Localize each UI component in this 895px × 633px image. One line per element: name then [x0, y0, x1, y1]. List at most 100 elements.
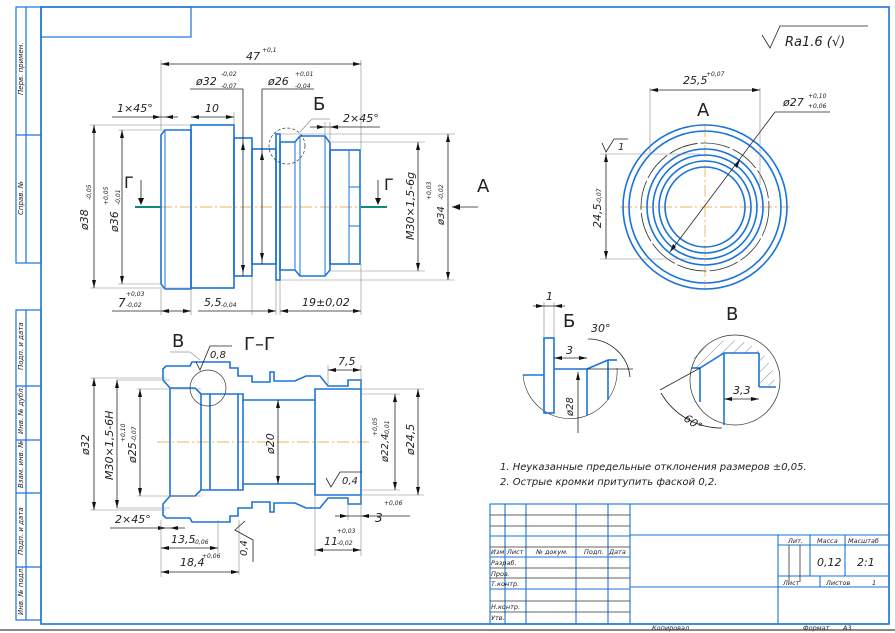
view-a-roughness: 1	[618, 142, 624, 153]
general-roughness: Ra1.6 (√)	[761, 25, 868, 50]
section-len-184-upper: +0,06	[202, 553, 221, 560]
side-column: Перв. примен. Справ. № Подп. и дата Инв.…	[15, 6, 42, 621]
dim-d26: ø26	[267, 75, 289, 88]
section-d25-lower: -0,07	[131, 426, 138, 442]
tb-mass-value: 0,12	[817, 556, 842, 569]
surface-roughness-icon	[761, 25, 868, 49]
detail-b-marker: Б	[313, 94, 325, 115]
section-roughness-04b: 0,4	[342, 476, 358, 487]
view-a-label: A	[697, 100, 710, 121]
dim-chamfer-left: 1×45°	[117, 102, 153, 115]
tb-header-doc: № докум.	[535, 548, 568, 556]
tb-header-date: Дата	[608, 548, 626, 556]
tb-header-sign: Подп.	[584, 548, 604, 556]
drawing-frame	[0, 6, 895, 631]
dim-d36: ø36	[108, 211, 121, 233]
dim-len-7-upper: +0,03	[126, 291, 145, 298]
section-len-135-lower: -0,06	[193, 539, 209, 546]
tb-scale-value: 2:1	[857, 556, 875, 569]
dim-thread: M30×1,5-6g	[404, 172, 417, 240]
dim-d34-upper: +0,03	[426, 181, 433, 200]
tb-header-list: Лист	[506, 548, 524, 556]
detail-b-label: Б	[563, 311, 575, 332]
dim-d32-lower: -0,07	[221, 83, 237, 90]
tb-scale-label: Масштаб	[848, 537, 879, 545]
side-label: Инв. № подл.	[17, 567, 25, 615]
tb-format-value: A3	[842, 624, 852, 632]
tb-header-izm: Изм	[491, 548, 504, 556]
note-2: 2. Острые кромки притупить фаской 0,2.	[500, 477, 717, 488]
dim-d36-lower: -0,01	[115, 189, 122, 205]
detail-v-dim: 3,3	[733, 384, 751, 397]
section-roughness-04a: 0,4	[239, 540, 250, 556]
detail-b-dia: ø28	[565, 397, 576, 417]
section-d245: ø24,5	[404, 424, 417, 456]
note-1: 1. Неуказанные предельные отклонения раз…	[500, 462, 807, 473]
side-label: Подп. и дата	[17, 507, 25, 555]
dim-d26-upper: +0,01	[295, 71, 313, 78]
dim-d38-lower: -0,05	[86, 184, 93, 200]
tb-role: Н.контр.	[491, 603, 520, 611]
section-len-11-upper: +0,03	[337, 528, 356, 535]
roughness-icon	[234, 520, 254, 562]
dim-d36-upper: +0,05	[103, 186, 110, 205]
title-block: Изм Лист № докум. Подп. Дата Разраб. Про…	[489, 503, 890, 632]
side-label: Перв. примен.	[17, 42, 25, 95]
tb-role: Разраб.	[491, 559, 517, 567]
dim-len-55: 5,5	[204, 296, 222, 309]
tb-role: Т.контр.	[491, 580, 519, 588]
detail-b-dim3: 3	[566, 344, 573, 357]
tb-sheets-value: 1	[872, 579, 876, 587]
detail-b-angle: 30°	[591, 322, 611, 335]
tb-format-label: Формат	[803, 624, 830, 632]
tb-role: Утв.	[491, 614, 505, 622]
section-d32: ø32	[79, 434, 92, 456]
section-len-3-upper: +0,06	[384, 500, 403, 507]
section-d25-upper: +0,10	[120, 423, 127, 442]
detail-v-view: B 3,3 60°	[659, 304, 781, 434]
section-chamfer: 2×45°	[115, 513, 151, 526]
tb-copied: Копировал	[652, 624, 689, 632]
section-d224-lower: -0,01	[384, 420, 391, 436]
dim-d32-upper: -0,02	[221, 71, 237, 78]
roughness-icon	[325, 471, 362, 488]
detail-b-dim1: 1	[546, 290, 553, 303]
view-a-d27-upper: +0,10	[808, 93, 827, 100]
section-roughness-08: 0,8	[210, 350, 226, 361]
dim-d32: ø32	[195, 75, 217, 88]
dim-len-7-lower: -0,02	[126, 302, 142, 309]
detail-v-marker: B	[172, 331, 184, 352]
section-mark-right: Г	[384, 175, 394, 194]
view-a-height-tol: -0,07	[596, 188, 603, 204]
dim-d34-lower: -0,02	[438, 184, 445, 200]
dim-len-55-lower: -0,04	[221, 302, 237, 309]
section-len-11-lower: -0,02	[337, 540, 353, 547]
section-d224: ø22,4	[380, 434, 391, 463]
dim-width-10: 10	[205, 102, 219, 115]
section-len-184: 18,4	[180, 556, 205, 569]
tb-role: Пров.	[491, 570, 510, 578]
dim-d38: ø38	[78, 209, 91, 231]
section-d224-upper: +0,05	[372, 417, 379, 436]
view-a-width: 25,5	[683, 74, 708, 87]
side-label: Инв. № дубл.	[17, 386, 25, 434]
tb-sheet-label: Лист	[782, 579, 800, 587]
section-len-75: 7,5	[338, 355, 356, 368]
tb-mass-label: Масса	[817, 537, 838, 545]
section-thread: M30×1,5-6H	[103, 411, 116, 480]
detail-v-angle: 60°	[681, 412, 704, 434]
detail-v-label: B	[726, 304, 738, 325]
roughness-icon	[195, 345, 232, 371]
dim-overall-length-tol: +0,1	[262, 47, 277, 54]
view-a-height: 24,5	[591, 204, 604, 229]
dim-overall-length: 47	[246, 50, 260, 63]
tb-lit-label: Лит.	[787, 537, 803, 545]
view-a: 25,5 +0,07 A ø27 +0,10 +0,06 24,5 -0,07 …	[591, 71, 830, 290]
roughness-icon	[601, 138, 628, 153]
dim-d34: ø34	[436, 206, 447, 226]
section-d25: ø25	[126, 442, 139, 464]
technical-notes: 1. Неуказанные предельные отклонения раз…	[500, 462, 807, 488]
section-len-135: 13,5	[171, 533, 196, 546]
section-label: Г–Г	[244, 334, 275, 355]
tb-sheets-label: Листов	[825, 579, 850, 587]
